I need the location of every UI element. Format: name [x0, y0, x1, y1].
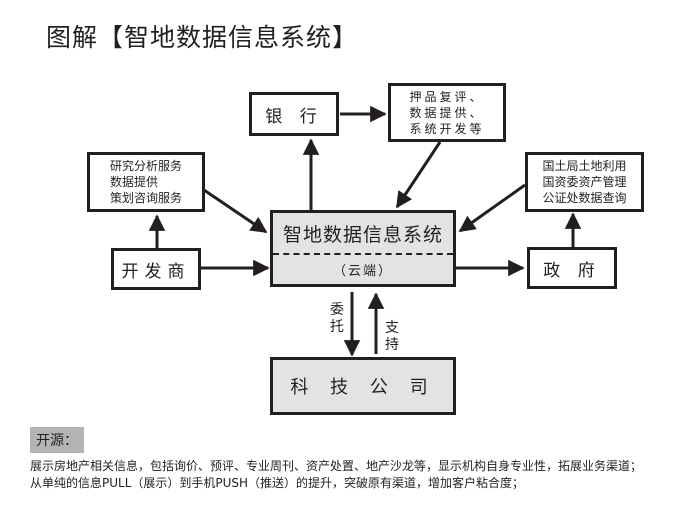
developer-service-line: 策划咨询服务 — [109, 191, 182, 205]
support-char: 支 — [385, 320, 399, 336]
delegate-label: 委 托 — [329, 302, 345, 336]
bank-service-line: 系统开发等 — [409, 121, 485, 136]
government-node: 政 府 — [527, 247, 617, 289]
tech-company-label: 科 技 公 司 — [290, 377, 436, 398]
footer-paragraph: 展示房地产相关信息，包括询价、预评、专业周刊、资产处置、地产沙龙等，显示机构自身… — [30, 458, 642, 492]
government-services-node: 国土局土地利用 国资委资产管理 公证处数据查询 — [525, 152, 644, 212]
government-label: 政 府 — [543, 260, 601, 281]
core-system-name: 智地数据信息系统 — [282, 223, 443, 246]
developer-node: 开发商 — [111, 248, 201, 290]
kaiyuan-tag: 开源： — [30, 427, 84, 453]
tech-company-node: 科 技 公 司 — [270, 357, 456, 415]
core-system-sub: （云端） — [332, 264, 393, 279]
bank-services-node: 押品复评、 数据提供、 系统开发等 — [388, 83, 506, 142]
core-system-node: 智地数据信息系统 （云端） — [270, 210, 456, 287]
bank-service-line: 押品复评、 — [409, 89, 485, 104]
bank-label: 银 行 — [265, 106, 323, 127]
arrow-govservices-to-core — [458, 183, 526, 233]
developer-service-line: 数据提供 — [109, 175, 158, 189]
support-char: 持 — [385, 337, 399, 353]
footer-line: 展示房地产相关信息，包括询价、预评、专业周刊、资产处置、地产沙龙等，显示机构自身… — [30, 459, 643, 473]
delegate-char: 托 — [330, 319, 344, 335]
bank-service-line: 数据提供、 — [409, 105, 485, 120]
developer-label: 开发商 — [121, 261, 191, 282]
footer-line: 从单纯的信息PULL（展示）到手机PUSH（推送）的提升，突破原有渠道，增加客户… — [30, 476, 525, 490]
arrow-devservices-to-core — [203, 188, 268, 234]
government-service-line: 国资委资产管理 — [542, 175, 627, 189]
support-label: 支 持 — [384, 320, 400, 354]
government-service-line: 公证处数据查询 — [542, 191, 627, 205]
government-service-line: 国土局土地利用 — [542, 159, 627, 173]
bank-node: 银 行 — [249, 92, 339, 136]
arrow-bankservices-to-core — [395, 141, 442, 209]
developer-services-node: 研究分析服务 数据提供 策划咨询服务 — [87, 152, 205, 212]
core-system-divider — [273, 253, 453, 255]
developer-service-line: 研究分析服务 — [109, 159, 182, 173]
page-title: 图解【智地数据信息系统】 — [46, 23, 359, 52]
delegate-char: 委 — [330, 302, 344, 318]
